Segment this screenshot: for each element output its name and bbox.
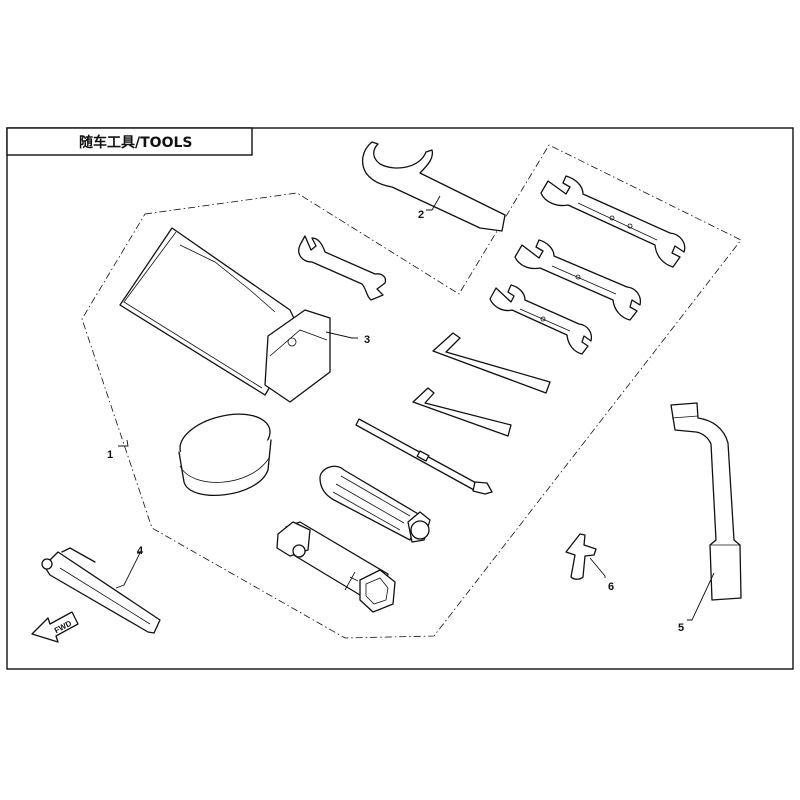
hook-spanner-icon — [361, 141, 506, 232]
tool-bag-icon — [119, 227, 331, 403]
hex-key-icon — [432, 332, 551, 394]
l-socket-wrench-icon — [670, 402, 742, 601]
diagram-title: 随车工具/TOOLS — [79, 134, 192, 151]
open-end-wrench-icon — [298, 235, 387, 301]
title-box: 随车工具/TOOLS — [6, 127, 253, 156]
ring-icon — [178, 413, 272, 496]
callout-1: 1 — [107, 449, 113, 461]
spark-plug-wrench-icon — [276, 521, 396, 613]
callout-3: 3 — [364, 334, 370, 346]
double-wrench-icon — [514, 239, 642, 321]
double-wrench-icon — [540, 175, 686, 268]
callout-6: 6 — [608, 581, 614, 593]
callout-5: 5 — [678, 622, 684, 634]
callout-4: 4 — [137, 545, 144, 557]
double-wrench-icon — [489, 284, 593, 355]
diagram-frame — [6, 127, 794, 670]
callout-2: 2 — [418, 209, 424, 221]
screwdriver-handle-icon — [319, 465, 431, 543]
tool-kit-boundary — [81, 144, 742, 639]
pressure-gauge-icon — [41, 547, 161, 634]
screwdriver-icon — [355, 418, 493, 495]
clip-icon — [565, 533, 597, 580]
fwd-arrow-icon: FWD — [31, 611, 79, 643]
hex-key-icon — [412, 387, 512, 437]
